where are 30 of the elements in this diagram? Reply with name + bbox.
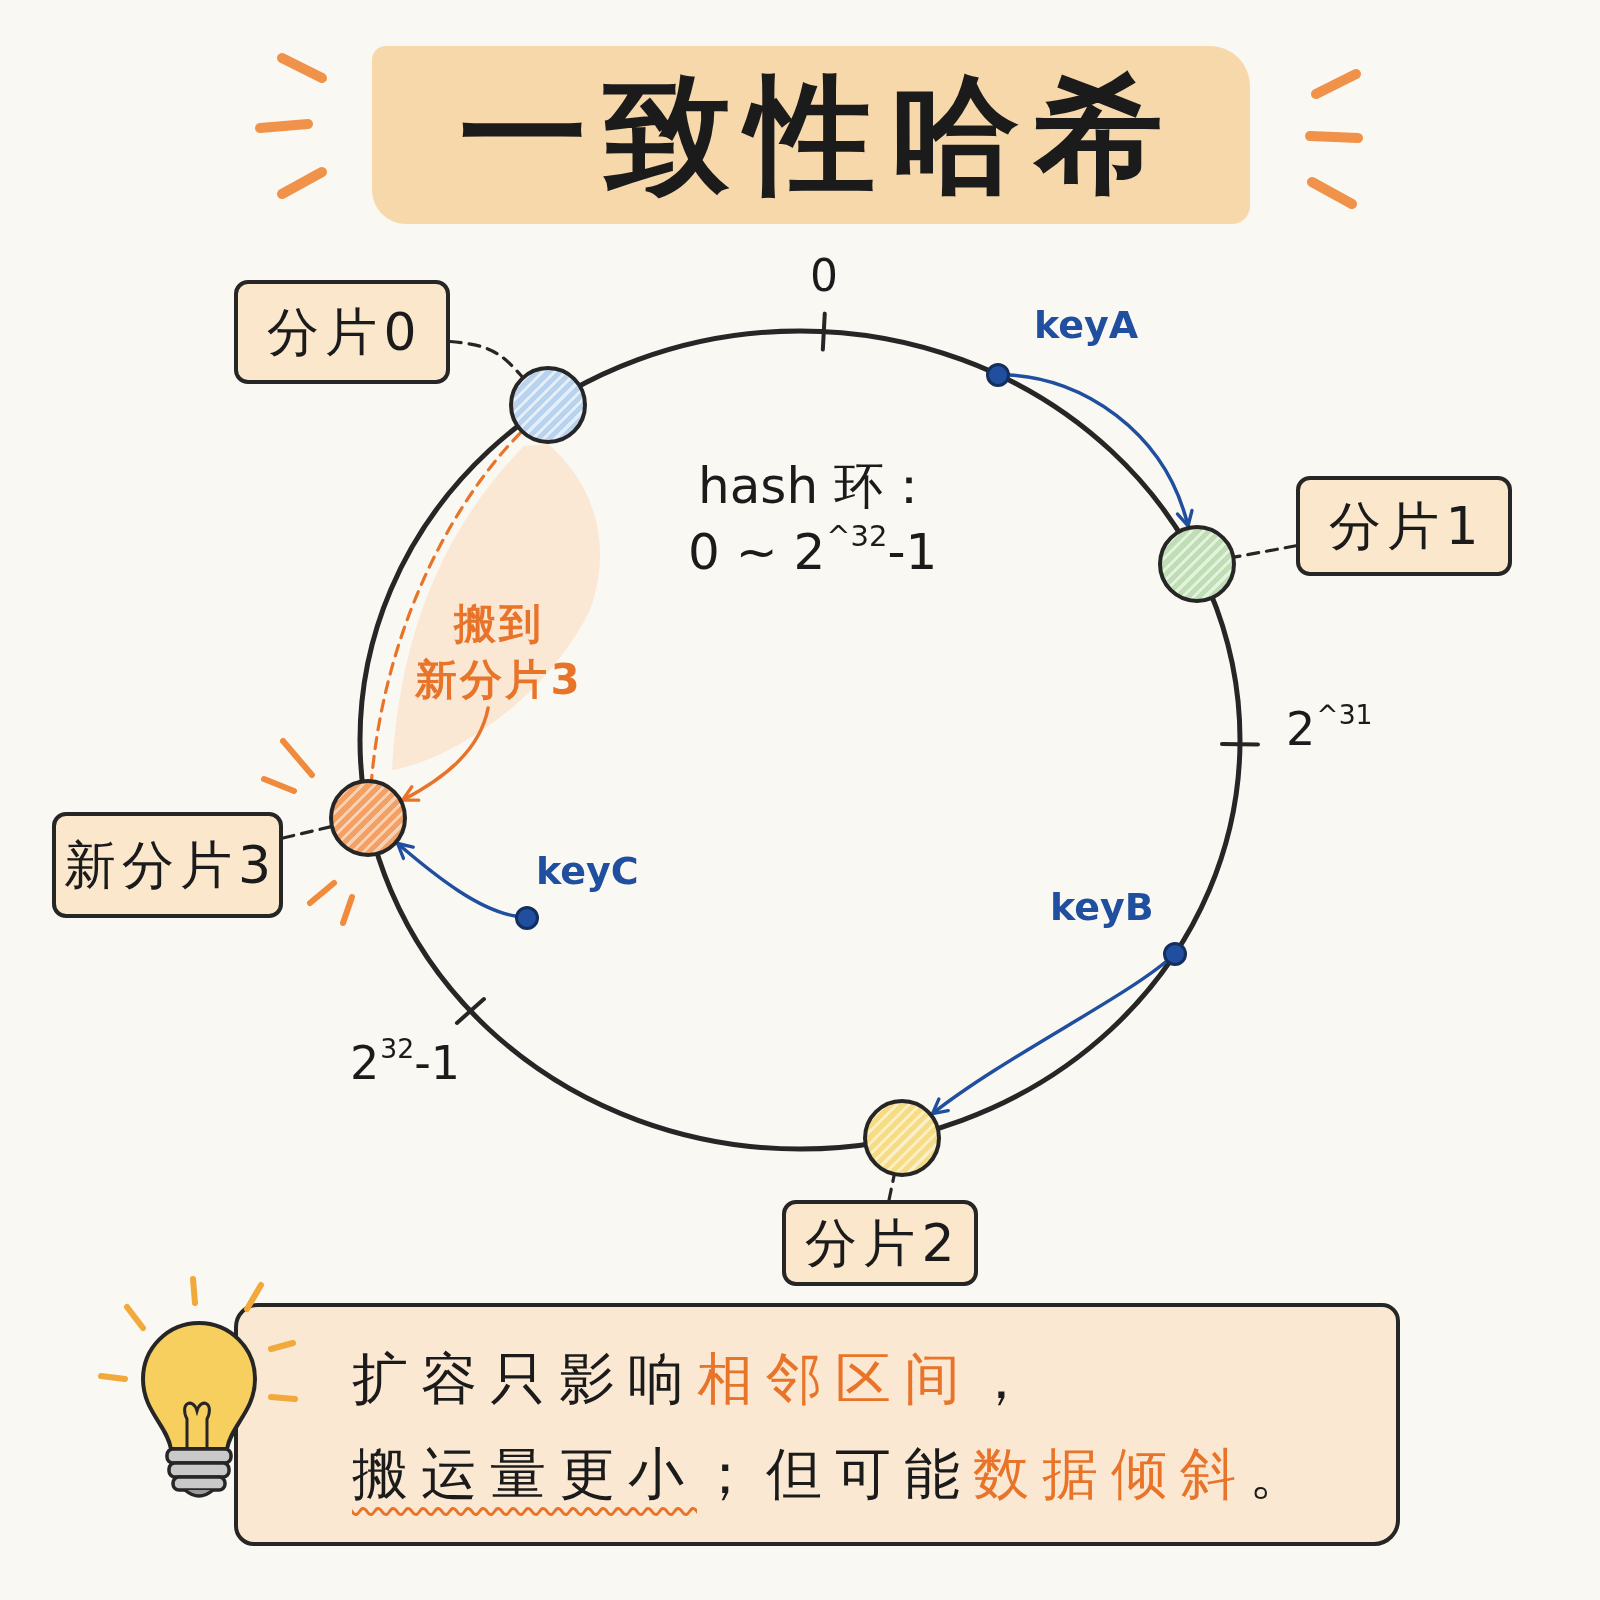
curved-arrow (400, 706, 490, 802)
annotation-text: 新分片3 (415, 654, 583, 706)
tick-label: 0 (810, 250, 838, 303)
leader-line (887, 1174, 896, 1202)
note-text: 搬运量更小；但可能数据倾斜。 (352, 1440, 1318, 1508)
tick-label: 2$^{^31}$ (1286, 702, 1373, 758)
shard-label: 新分片3 (52, 812, 283, 918)
leader-line (1233, 544, 1298, 559)
key-label: keyC (536, 850, 639, 894)
title: 一致性哈希 (372, 46, 1250, 224)
ring-caption: hash 环： (698, 456, 934, 516)
range-label: 0 ~ 2$^{^32}$-1 (688, 522, 938, 582)
curved-arrow (930, 960, 1168, 1116)
shard-label: 分片2 (782, 1200, 978, 1286)
curved-arrow (395, 841, 517, 918)
dashed-arc (370, 431, 522, 781)
annotation-text: 搬到 (454, 598, 544, 650)
key-dot (1162, 942, 1187, 967)
key-label: keyB (1050, 886, 1154, 930)
shard-label: 分片0 (234, 280, 450, 384)
key-label: keyA (1034, 304, 1139, 348)
note-text: 扩容只影响相邻区间， (352, 1345, 1042, 1413)
shard-circle (508, 365, 587, 444)
leader-line (448, 339, 524, 378)
key-dot (985, 362, 1010, 387)
key-dot (515, 906, 539, 930)
note-box (234, 1303, 1400, 1546)
tick-label: 2$^{32}$-1 (350, 1036, 461, 1092)
shard-label: 分片1 (1296, 476, 1512, 576)
leader-line (281, 825, 332, 840)
